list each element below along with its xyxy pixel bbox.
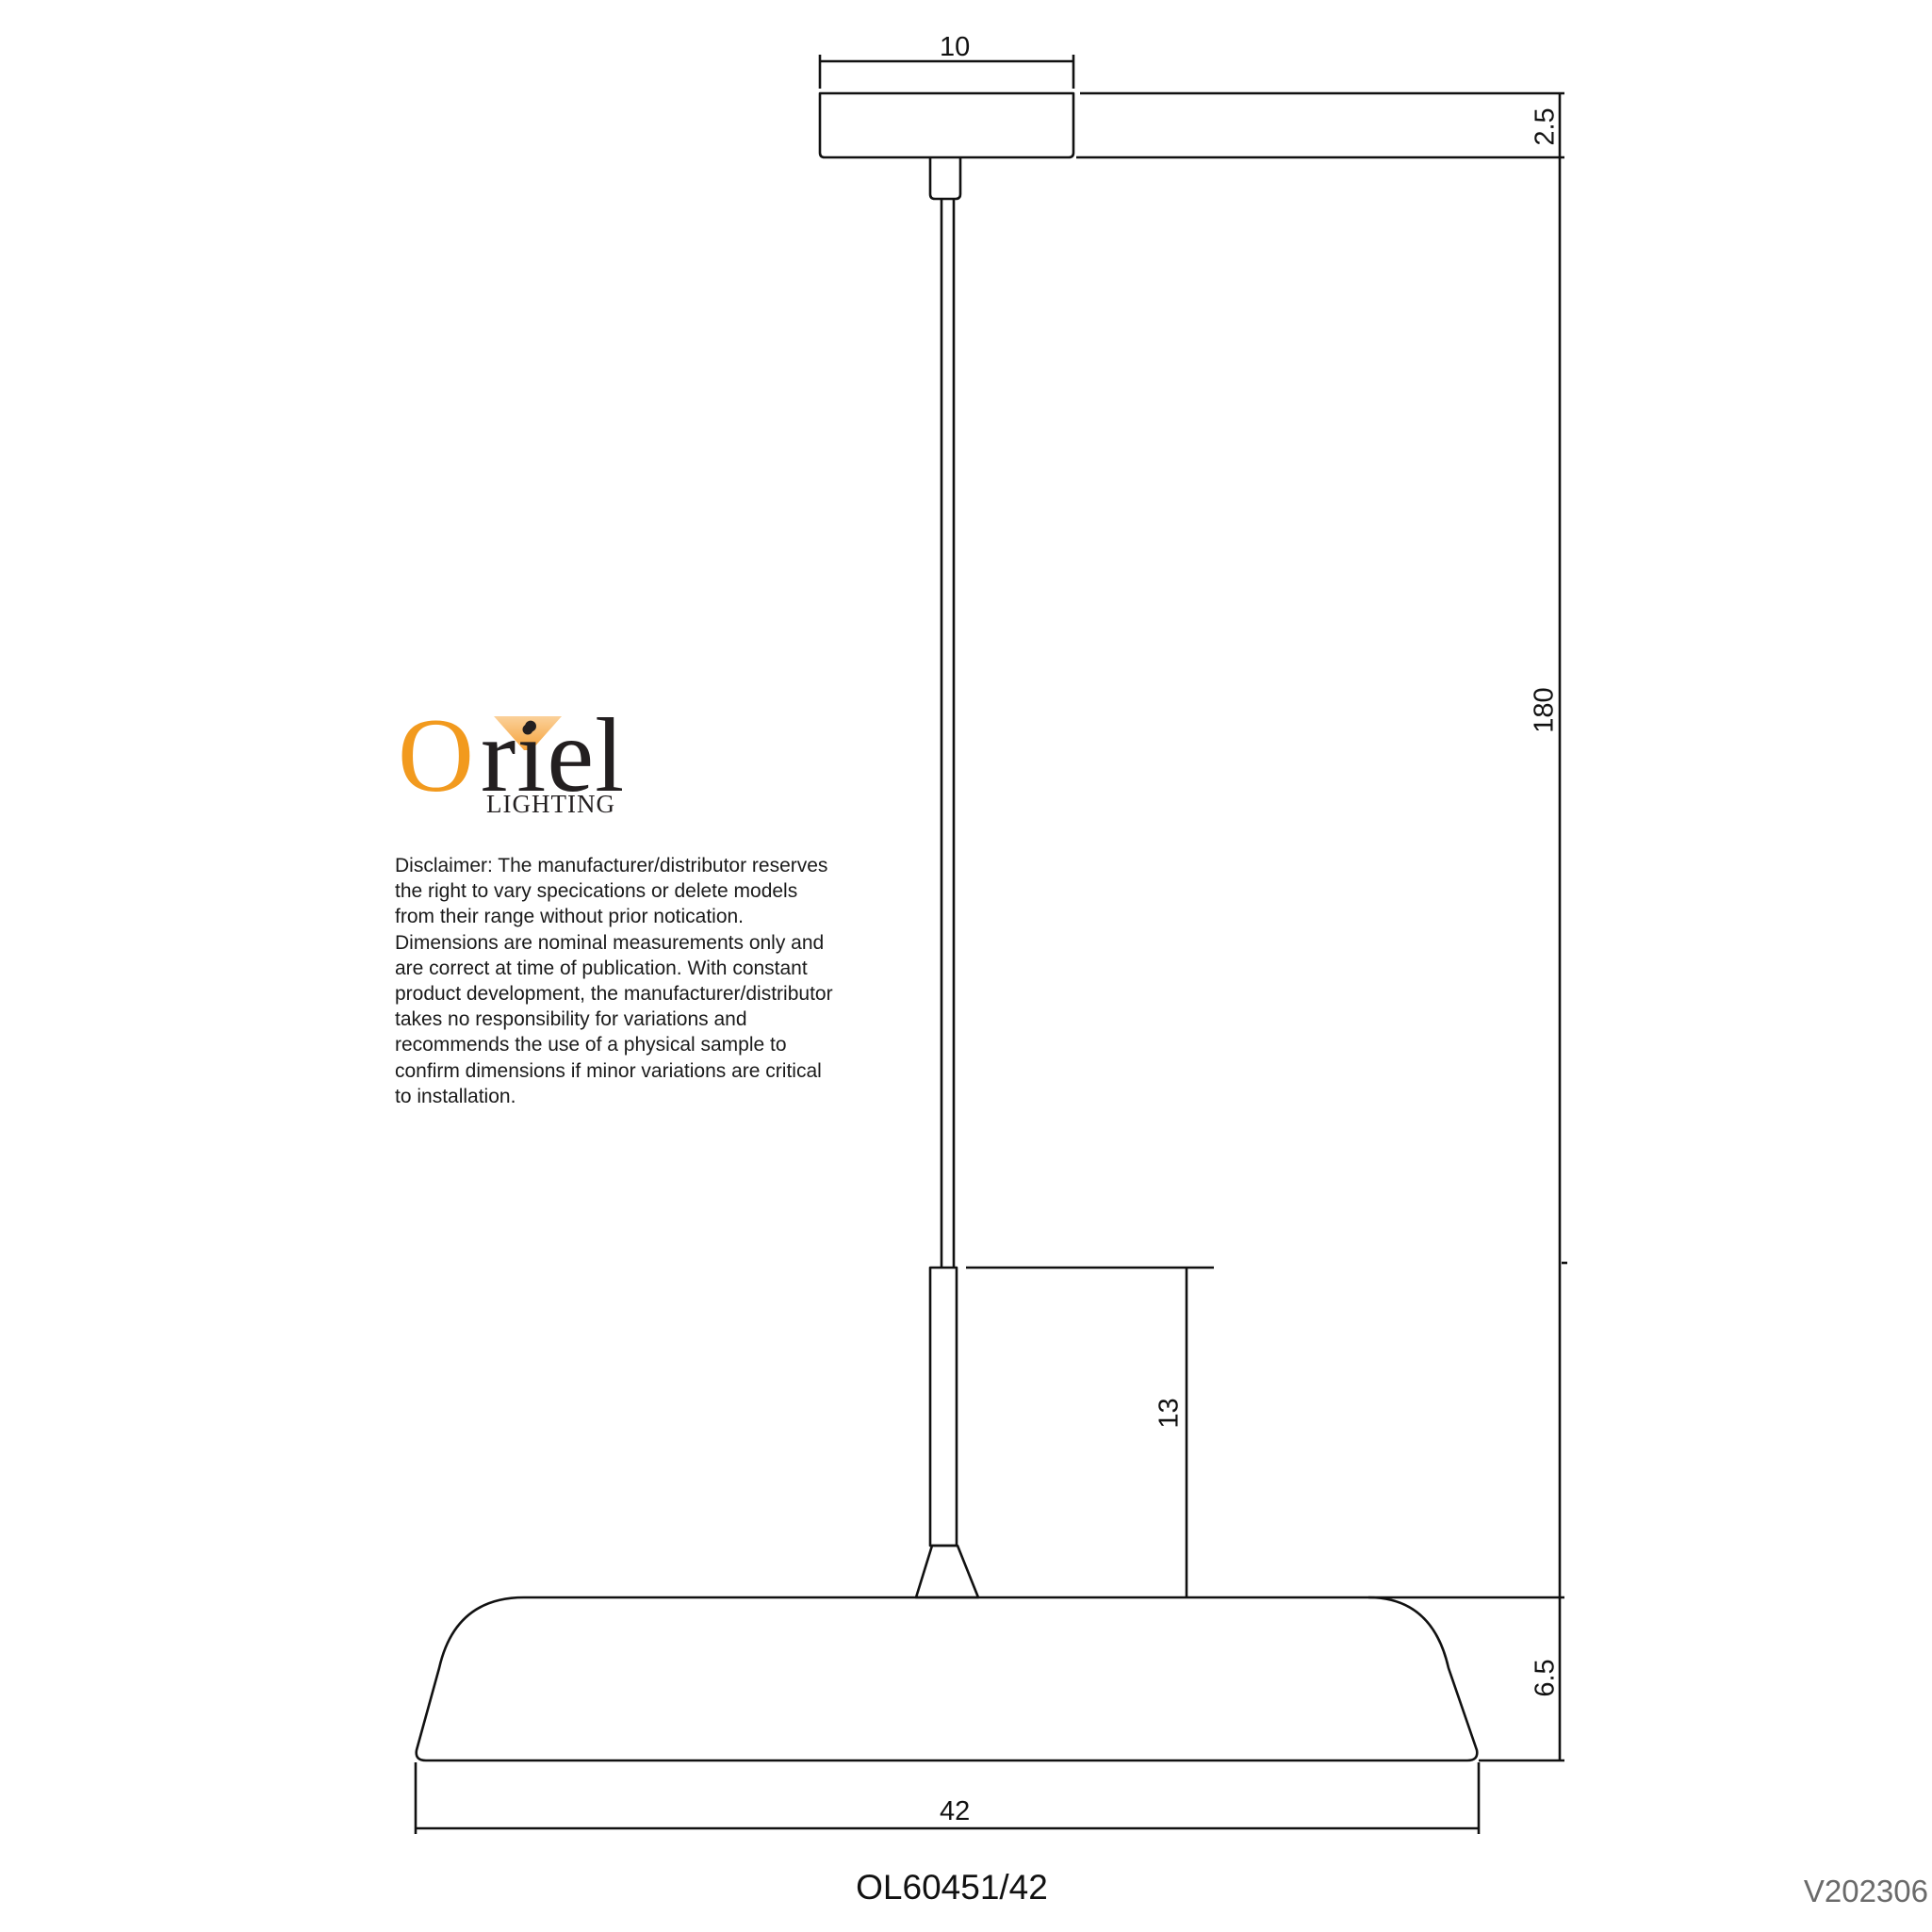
logo-subtitle: LIGHTING (486, 790, 615, 818)
disclaimer-line: from their range without prior noticatio… (395, 906, 745, 928)
overall-drop-label: 180 (1529, 687, 1560, 733)
disclaimer-line: Disclaimer: The manufacturer/distributor… (395, 855, 828, 876)
shade-height-label: 6.5 (1530, 1659, 1561, 1697)
canopy-height-label: 2.5 (1530, 107, 1561, 146)
model-number: OL60451/42 (856, 1868, 1048, 1907)
disclaimer-line: product development, the manufacturer/di… (395, 983, 833, 1006)
stem-connector (928, 157, 962, 201)
disclaimer-line: confirm dimensions if minor variations a… (395, 1059, 822, 1082)
sleeve-length-label: 13 (1154, 1398, 1185, 1429)
shade-width-label: 42 (940, 1796, 971, 1826)
disclaimer-line: are correct at time of publication. With… (395, 957, 808, 979)
disclaimer-text: Disclaimer: The manufacturer/distributor… (395, 853, 885, 1109)
ceiling-canopy (818, 91, 1075, 159)
disclaimer-line: Dimensions are nominal measurements only… (395, 931, 825, 954)
shade-cone-connector (914, 1544, 980, 1599)
logo-wordmark: riel (481, 697, 626, 814)
oriel-lighting-logo: O riel LIGHTING (394, 696, 625, 818)
light-beam-icon (494, 716, 562, 750)
disclaimer-line: takes no responsibility for variations a… (395, 1008, 747, 1031)
version-code: V202306 (1803, 1874, 1928, 1908)
canopy-width-label: 10 (940, 32, 971, 62)
lower-sleeve (928, 1266, 958, 1547)
disclaimer-line: the right to vary specications or delete… (395, 880, 798, 903)
pendant-shade (415, 1596, 1479, 1762)
logo-letter-o: O (398, 697, 474, 814)
disclaimer-line: recommends the use of a physical sample … (395, 1034, 787, 1056)
disclaimer-line: to installation. (395, 1085, 516, 1107)
